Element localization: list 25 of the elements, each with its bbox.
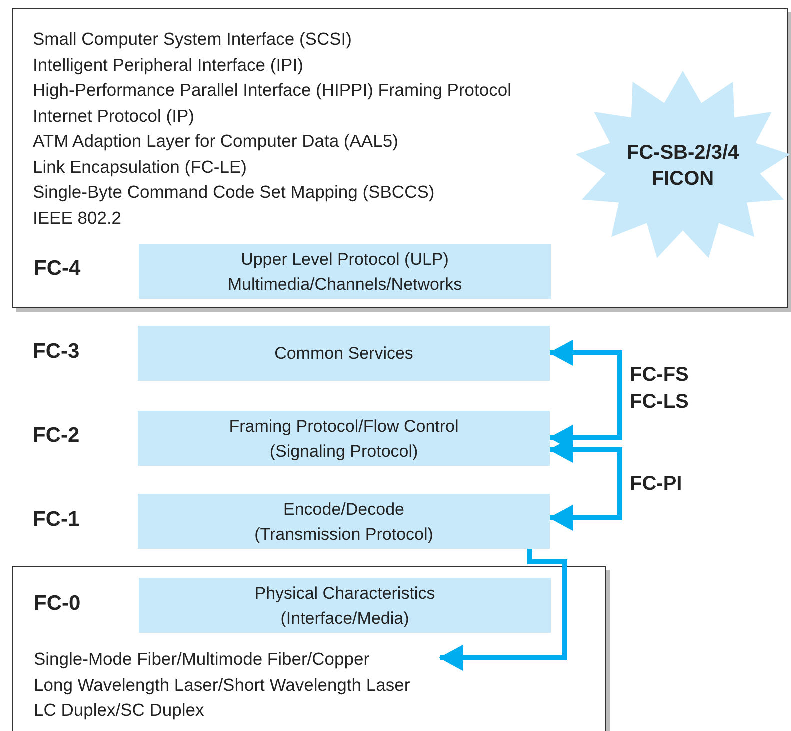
media-text: Single-Mode Fiber/Multimode Fiber/Copper bbox=[34, 649, 370, 670]
protocol-name: IEEE 802.2 bbox=[33, 208, 122, 228]
protocol-name: ATM Adaption Layer for Computer Data (AAL5) bbox=[33, 131, 398, 152]
protocol-name: Internet Protocol (IP) bbox=[33, 106, 194, 126]
media-text: Long Wavelength Laser/Short Wavelength Laser bbox=[34, 674, 410, 696]
layer-box: Encode/Decode (Transmission Protocol) bbox=[138, 494, 550, 549]
arrow bbox=[439, 549, 568, 671]
layer-label: FC-4 bbox=[34, 257, 81, 281]
starburst-text: FC-SB-2/3/4 FICON bbox=[626, 141, 740, 192]
layer-label: FC-1 bbox=[33, 508, 80, 532]
layer-box: Upper Level Protocol (ULP) Multimedia/Channels/Networks bbox=[139, 244, 551, 299]
layer-label: FC-2 bbox=[33, 424, 80, 448]
layer-box: Physical Characteristics (Interface/Media) bbox=[139, 578, 551, 633]
layer-box: Framing Protocol/Flow Control (Signaling Protocol) bbox=[138, 411, 550, 466]
protocol-name: Link Encapsulation (FC-LE) bbox=[33, 156, 247, 178]
layer-label: FC-3 bbox=[33, 340, 80, 364]
protocol-name: Small Computer System Interface (SCSI) bbox=[33, 29, 352, 50]
edge-label: FC-PI bbox=[630, 472, 684, 497]
protocol-name: Single-Byte Command Code Set Mapping (SBCCS) bbox=[33, 182, 435, 203]
layer-label: FC-0 bbox=[34, 592, 81, 616]
media-text: LC Duplex/SC Duplex bbox=[34, 700, 204, 721]
protocol-name: Intelligent Peripheral Interface (IPI) bbox=[33, 54, 304, 76]
protocol-name: High-Performance Parallel Interface (HIPPI) Framing Protocol bbox=[33, 80, 512, 101]
edge-label: FC-FS FC-LS bbox=[630, 363, 690, 415]
layer-box: Common Services bbox=[138, 326, 550, 381]
